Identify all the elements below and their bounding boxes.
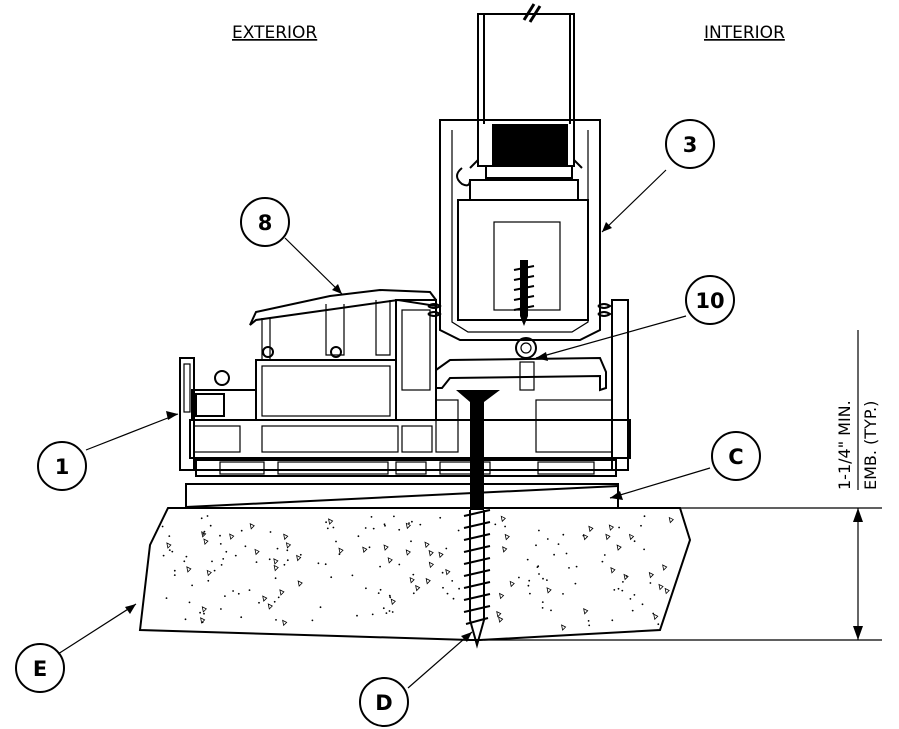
dimension-text-line2: EMB. (TYP.) [861,401,880,490]
anchor-screw [456,390,500,649]
callout-C: C [711,431,761,481]
callout-E: E [15,643,65,693]
callout-3: 3 [665,119,715,169]
concrete-aggregate [161,515,674,631]
interior-label: INTERIOR [704,23,785,43]
callout-3-text: 3 [683,133,698,157]
concrete-substrate [138,507,692,641]
dimension-text-line1: 1-1/4" MIN. [835,400,854,490]
setting-block [485,165,573,179]
callout-10-text: 10 [695,289,724,313]
leader-lines [57,169,711,689]
sill-track [435,337,607,392]
callout-D: D [359,677,409,727]
callout-1-text: 1 [55,455,70,479]
callout-8-text: 8 [258,211,273,235]
shim-base [185,483,619,509]
sill-cover [249,288,437,361]
sash-screw [513,260,535,326]
callout-E-text: E [33,657,47,681]
callout-8: 8 [240,197,290,247]
callout-1: 1 [37,441,87,491]
weatherstrip-right [597,303,612,317]
break-mark [522,3,542,23]
callout-D-text: D [375,691,392,715]
callout-10: 10 [685,275,735,325]
exterior-label: EXTERIOR [232,23,317,43]
sill-frame-profile [179,299,631,477]
embedment-dimension: 1-1/4" MIN. EMB. (TYP.) [484,330,882,641]
glazing-unit [477,3,575,179]
glazing-spacer [492,124,568,166]
callout-C-text: C [728,445,743,469]
